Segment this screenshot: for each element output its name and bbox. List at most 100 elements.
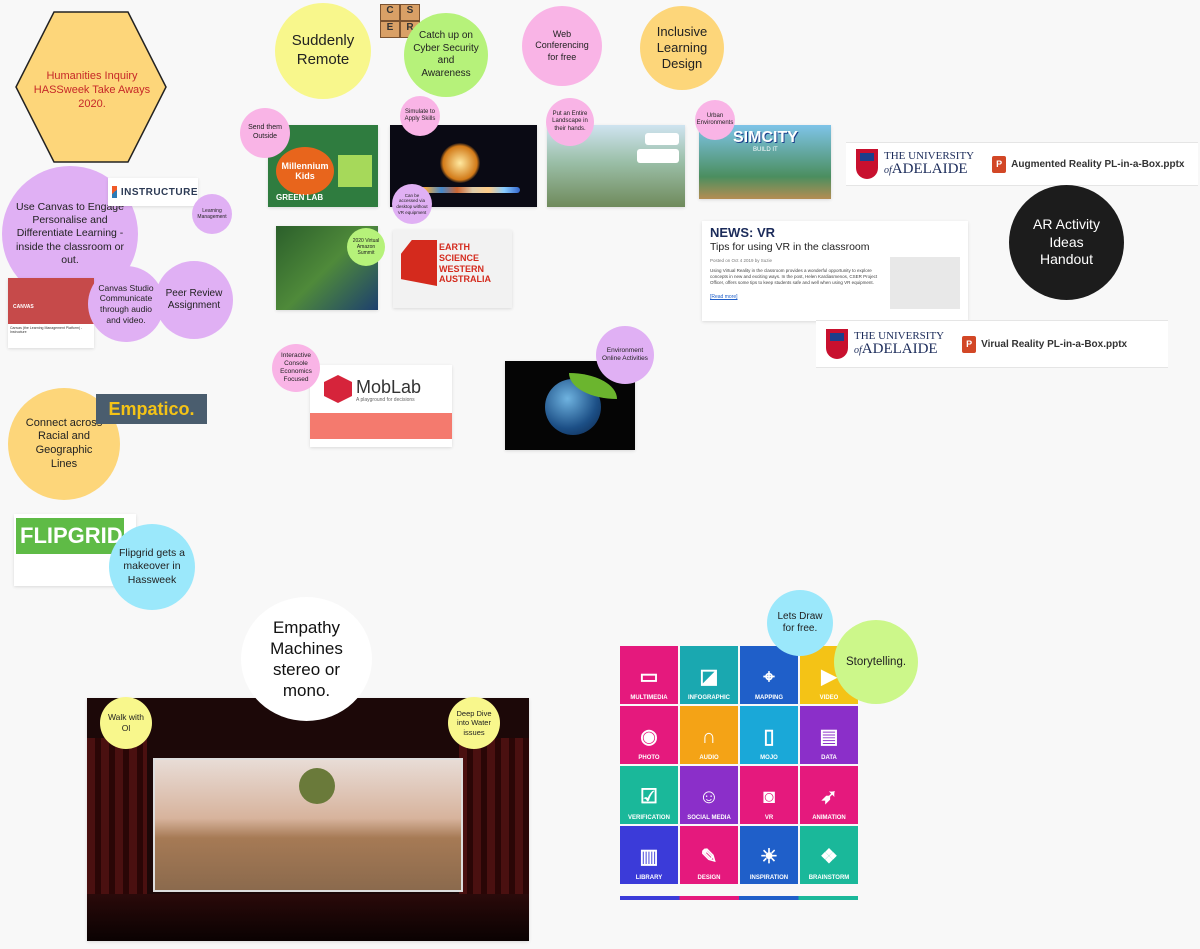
- bubble-landscape[interactable]: Put an Entire Landscape in their hands.: [546, 98, 594, 146]
- bubble-web-conferencing[interactable]: Web Conferencing for free: [522, 6, 602, 86]
- bubble-empathy-machines[interactable]: Empathy Machines stereo or mono.: [241, 597, 372, 721]
- news-read-more-link[interactable]: [Read more]: [710, 294, 738, 300]
- tile-label: INFOGRAPHIC: [688, 695, 730, 701]
- bubble-cyber-security[interactable]: Catch up on Cyber Security and Awareness: [404, 13, 488, 97]
- bubble-canvas-studio[interactable]: Canvas Studio Communicate through audio …: [88, 266, 164, 342]
- tile-design[interactable]: ✎ DESIGN: [680, 826, 738, 884]
- canvas-caption: Canvas (the Learning Management Platform…: [10, 326, 83, 334]
- uoa-shield-icon: [856, 149, 878, 179]
- tile-label: BRAINSTORM: [808, 875, 850, 881]
- bubble-storytelling[interactable]: Storytelling.: [834, 620, 918, 704]
- tiles-bottom-bar: [620, 896, 858, 900]
- bubble-lets-draw[interactable]: Lets Draw for free.: [767, 590, 833, 656]
- tile-multimedia[interactable]: ▭ MULTIMEDIA: [620, 646, 678, 704]
- green-lab-label: GREEN LAB: [276, 193, 324, 202]
- tile-mapping[interactable]: ⌖ MAPPING: [740, 646, 798, 704]
- bubble-amazon[interactable]: 2020 Virtual Amazon Summit: [347, 228, 385, 266]
- tile-brainstorm[interactable]: ❖ BRAINSTORM: [800, 826, 858, 884]
- simcity-logo: SIMCITY: [733, 129, 798, 146]
- bubble-peer-review[interactable]: Peer Review Assignment: [155, 261, 233, 339]
- theater-vr-card[interactable]: [87, 698, 529, 941]
- vr-file-name[interactable]: Virual Reality PL-in-a-Box.pptx: [981, 338, 1128, 350]
- title-hexagon[interactable]: [14, 10, 168, 164]
- tile-mojo[interactable]: ▯ MOJO: [740, 706, 798, 764]
- bubble-economics[interactable]: Interactive Console Economics Focused: [272, 344, 320, 392]
- sun-graphic: [440, 143, 480, 183]
- tile-label: DATA: [821, 755, 837, 761]
- tile-audio[interactable]: ∩AUDIO: [680, 706, 738, 764]
- library-icon: ▥: [639, 846, 659, 868]
- tile-library[interactable]: ▥ LIBRARY: [620, 826, 678, 884]
- tile-label: MULTIMEDIA: [630, 695, 668, 701]
- tile-photo[interactable]: ◉ PHOTO: [620, 706, 678, 764]
- esaw-card[interactable]: EARTH SCIENCE WESTERN AUSTRALIA: [393, 230, 512, 308]
- animation-icon: ➶: [820, 786, 838, 808]
- digital-tools-grid: ▭ MULTIMEDIA ◪ INFOGRAPHIC ⌖ MAPPING ▶ VIDEO ◉ PH…: [620, 646, 860, 902]
- bubble-urban[interactable]: Urban Environments: [695, 100, 735, 140]
- bubble-learning-management[interactable]: Learning Management: [192, 194, 232, 234]
- environment-earth-card[interactable]: [505, 361, 635, 450]
- tile-social-media[interactable]: ☺ SOCIAL MEDIA: [680, 766, 738, 824]
- bubble-ar-handout[interactable]: AR Activity Ideas Handout: [1009, 185, 1124, 300]
- empatico-logo[interactable]: Empatico.: [96, 394, 207, 424]
- camera-icon: ◉: [640, 726, 658, 748]
- tile-label: MAPPING: [754, 695, 783, 701]
- bubble-environment[interactable]: Environment Online Activities: [596, 326, 654, 384]
- infographic-icon: ◪: [699, 666, 719, 688]
- tile-label: VERIFICATION: [628, 815, 670, 821]
- tile-label: SOCIAL MEDIA: [687, 815, 731, 821]
- screen-tree: [299, 768, 335, 804]
- tile-label: VR: [764, 815, 774, 821]
- people-icon: ☺: [698, 786, 720, 808]
- instructure-logo-card[interactable]: INSTRUCTURE: [108, 178, 198, 206]
- tile-animation[interactable]: ➶ANIMATION: [800, 766, 858, 824]
- news-heading: NEWS: VR: [710, 225, 775, 240]
- canvas-card[interactable]: CANVAS Canvas (the Learning Management P…: [8, 278, 94, 348]
- news-vr-card[interactable]: NEWS: VR Tips for using VR in the classr…: [702, 221, 968, 321]
- tile-label: AUDIO: [699, 755, 719, 761]
- monitor-icon: ▭: [639, 666, 659, 688]
- bubble-send-outside[interactable]: Send them Outside: [240, 108, 290, 158]
- tile-label: DESIGN: [697, 875, 721, 881]
- tile-label: LIBRARY: [635, 875, 663, 881]
- tile-label: MOJO: [760, 755, 778, 761]
- hexagon-title: Humanities Inquiry HASSweek Take Aways 2…: [33, 70, 151, 110]
- tile-inspiration[interactable]: ☀ INSPIRATION: [740, 826, 798, 884]
- esaw-title: EARTH SCIENCE WESTERN AUSTRALIA: [439, 242, 491, 285]
- green-panel: [338, 155, 372, 187]
- bubble-vr-desktop[interactable]: Can be accessed via desktop without VR e…: [392, 184, 432, 224]
- tile-infographic[interactable]: ◪ INFOGRAPHIC: [680, 646, 738, 704]
- bubble-inclusive-learning[interactable]: Inclusive Learning Design: [640, 6, 724, 90]
- tile-label: PHOTO: [638, 755, 660, 761]
- phone-icon: ▯: [763, 726, 775, 748]
- moblab-card[interactable]: MobLab A playground for decisions: [310, 365, 452, 447]
- bubble-deep-dive[interactable]: Deep Dive into Water issues: [448, 697, 500, 749]
- folder-icon: ▤: [819, 726, 839, 748]
- moblab-banner: [310, 413, 452, 439]
- design-icon: ✎: [700, 846, 718, 868]
- bubble-walk-with[interactable]: Walk with Ol: [100, 697, 152, 749]
- ar-file-name[interactable]: Augmented Reality PL-in-a-Box.pptx: [1011, 158, 1185, 170]
- video-icon: ▶: [821, 666, 837, 688]
- brainstorm-icon: ❖: [820, 846, 838, 868]
- theater-seats: [87, 894, 529, 941]
- tile-label: INSPIRATION: [749, 875, 789, 881]
- lightbulb-icon: ☀: [760, 846, 778, 868]
- tile-data[interactable]: ▤ DATA: [800, 706, 858, 764]
- moblab-icon: [324, 375, 352, 403]
- bubble-simulate[interactable]: Simulate to Apply Skills: [400, 96, 440, 136]
- tile-verification[interactable]: ☑ VERIFICATION: [620, 766, 678, 824]
- tile-vr[interactable]: ◙VR: [740, 766, 798, 824]
- checklist-icon: ☑: [640, 786, 658, 808]
- news-title[interactable]: Tips for using VR in the classroom: [710, 241, 870, 253]
- map-icon: ⌖: [763, 666, 775, 688]
- flipgrid-logo: FLIPGRID: [16, 518, 124, 554]
- planets-row: [410, 187, 520, 193]
- bubble-flipgrid[interactable]: Flipgrid gets a makeover in Hassweek: [109, 524, 195, 610]
- tile-label: VIDEO: [819, 695, 839, 701]
- bubble-suddenly-remote[interactable]: Suddenly Remote: [275, 3, 371, 99]
- news-meta: Posted on Oct 4 2019 by Suzie: [710, 258, 773, 263]
